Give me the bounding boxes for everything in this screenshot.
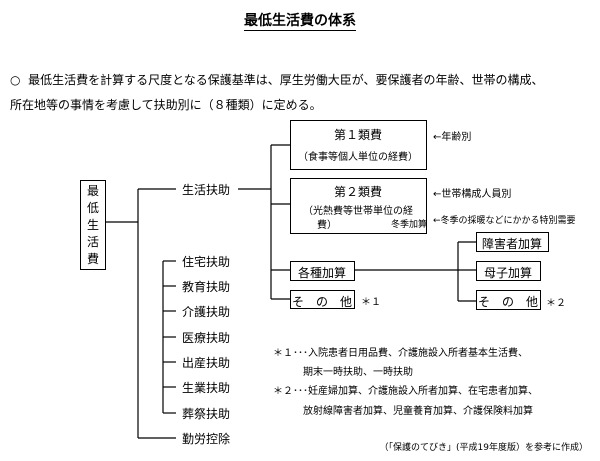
other1-mark: ＊１	[361, 297, 381, 308]
other2-label: そ の 他	[477, 295, 538, 309]
aid-occupation: 生業扶助	[182, 381, 231, 395]
class1-desc: （食事等個人単位の経費）	[298, 152, 418, 163]
root-char: 費	[86, 252, 99, 266]
root-char: 活	[86, 235, 99, 249]
class2-note: ←世帯構成人員別	[433, 189, 512, 200]
winter-note: ←冬季の採暖などにかかる特別需要	[433, 216, 576, 226]
intro-line-2: 所在地等の事情を考慮して扶助別に（８種類）に定める。	[10, 98, 322, 112]
root-char: 最	[86, 184, 99, 198]
winter-addition-label: 冬季加算	[391, 220, 428, 230]
class1-note: ←年齢別	[433, 132, 472, 143]
single-parent-addition-label: 母子加算	[483, 266, 532, 280]
work-deduction: 勤労控除	[182, 432, 231, 446]
aid-education: 教育扶助	[182, 280, 231, 294]
footnote-1-line2: 期末一時扶助、一時扶助	[303, 367, 413, 378]
aid-housing: 住宅扶助	[182, 255, 231, 269]
disabled-addition-label: 障害者加算	[481, 237, 542, 251]
other2-box: そ の 他	[476, 290, 541, 310]
aid-medical: 医療扶助	[182, 331, 231, 345]
footnote-2-line2: 放射線障害者加算、児童養育加算、介護保険料加算	[303, 406, 533, 417]
other1-label: そ の 他	[291, 295, 352, 309]
class2-title: 第２類費	[333, 185, 382, 199]
class2-desc-line1: （光熱費等世帯単位の経	[303, 206, 413, 217]
aid-maternity: 出産扶助	[182, 356, 231, 370]
intro-text: ○ 最低生活費を計算する尺度となる保護基準は、厚生労働大臣が、要保護者の年齢、世…	[10, 68, 544, 118]
other2-mark: ＊２	[546, 298, 566, 309]
other1-box: そ の 他	[290, 290, 355, 309]
root-char: 低	[86, 201, 99, 215]
aid-funeral: 葬祭扶助	[182, 407, 231, 421]
class1-box: 第１類費 （食事等個人単位の経費）	[290, 120, 427, 170]
class2-desc-line2: 費）	[317, 220, 337, 231]
additions-box: 各種加算	[290, 261, 355, 281]
root-box: 最 低 生 活 費	[80, 180, 106, 270]
aid-nursing-care: 介護扶助	[182, 305, 231, 319]
intro-line-1: 最低生活費を計算する尺度となる保護基準は、厚生労働大臣が、要保護者の年齢、世帯の…	[28, 73, 544, 87]
aid-livelihood: 生活扶助	[182, 183, 231, 197]
footnote-2-line1: ＊２･･･妊産婦加算、介護施設入所者加算、在宅患者加算、	[273, 386, 538, 397]
additions-label: 各種加算	[297, 266, 346, 280]
class1-title: 第１類費	[333, 128, 382, 142]
intro-bullet: ○	[10, 73, 21, 87]
single-parent-addition-box: 母子加算	[476, 261, 541, 281]
class2-box: 第２類費 （光熱費等世帯単位の経 費） 冬季加算	[290, 178, 427, 234]
page-title: 最低生活費の体系	[244, 13, 356, 31]
disabled-addition-box: 障害者加算	[476, 232, 549, 252]
source-note: （「保護のてびき」(平成19年度版）を参考に作成）	[379, 443, 588, 453]
footnote-1-line1: ＊１･･･入院患者日用品費、介護施設入所者基本生活費、	[273, 348, 528, 359]
root-char: 生	[86, 218, 99, 232]
